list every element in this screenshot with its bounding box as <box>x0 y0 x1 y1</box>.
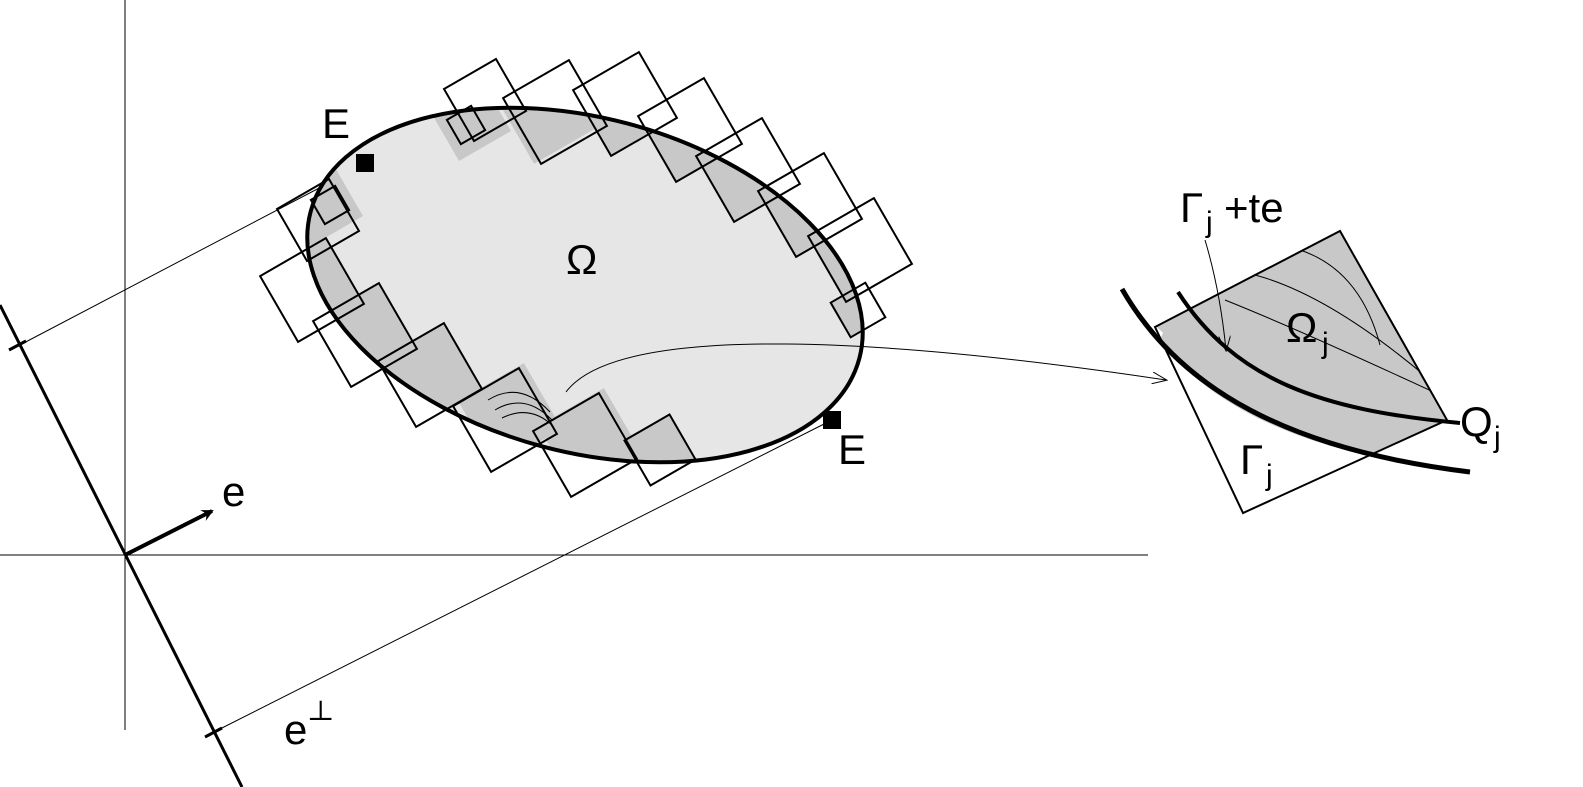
label-e-top: E <box>322 100 350 147</box>
label-gamma-shift-sub: j <box>1205 206 1213 239</box>
label-q-j-sub: j <box>1493 421 1501 454</box>
label-e-bottom: E <box>838 426 866 473</box>
gamma-j-shifted-curve <box>1176 290 1461 425</box>
e-perp-axis <box>0 304 244 787</box>
e-vector <box>124 509 214 557</box>
label-perp-sign: ┴ <box>309 700 332 735</box>
label-gamma-j: Γ <box>1240 436 1263 483</box>
label-gamma-shift: Γ <box>1180 184 1203 231</box>
point-e-top <box>356 154 374 172</box>
label-e-vector: e <box>222 468 245 515</box>
projection-line-lower <box>213 419 833 733</box>
point-e-bottom <box>823 411 841 429</box>
level-curves-small <box>487 391 554 427</box>
label-gamma-shift-rest: +te <box>1224 184 1284 231</box>
projection-line-upper <box>17 163 366 347</box>
label-omega: Ω <box>566 236 597 283</box>
label-e-perp: e <box>284 706 307 753</box>
label-q-j: Q <box>1460 398 1493 445</box>
label-omega-j: Ω <box>1286 304 1317 351</box>
label-gamma-j-sub: j <box>1265 459 1273 492</box>
label-omega-j-sub: j <box>1321 327 1329 360</box>
domain-boundary <box>305 105 865 465</box>
tick-upper <box>8 339 27 352</box>
zoom-arrow <box>565 343 1166 393</box>
covering-squares <box>258 50 914 499</box>
gamma-shift-pointer <box>1204 239 1226 350</box>
gamma-j-curve <box>1119 287 1471 475</box>
